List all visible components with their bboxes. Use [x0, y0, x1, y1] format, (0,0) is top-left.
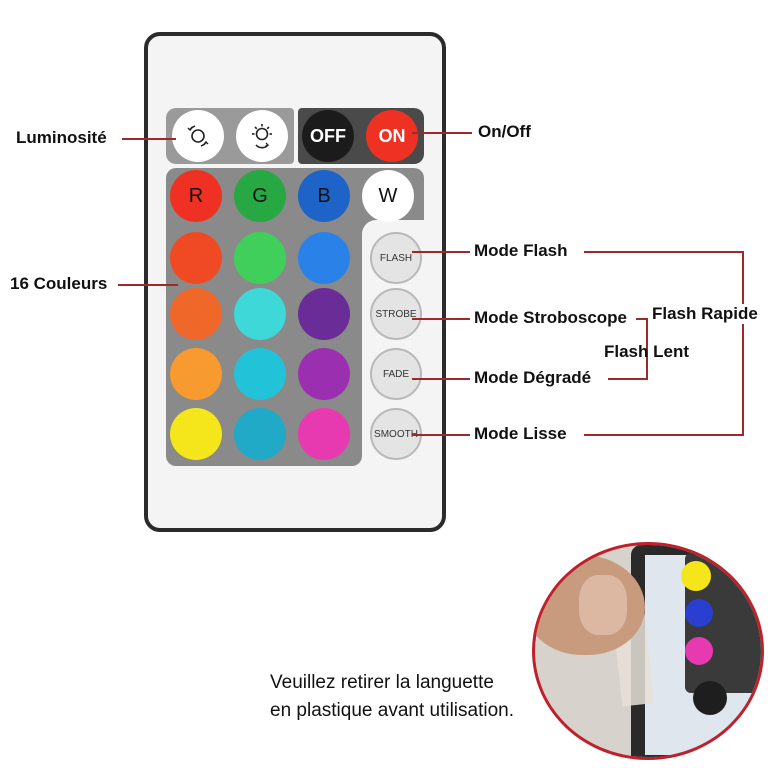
color-button-cyan[interactable]	[234, 348, 286, 400]
photo-pink-button	[685, 637, 713, 665]
color-button-purple[interactable]	[298, 348, 350, 400]
photo-fingernail	[579, 575, 627, 635]
flash-label: FLASH	[379, 252, 413, 264]
color-button-green[interactable]: G	[234, 170, 286, 222]
brightness-leader	[122, 138, 176, 140]
color-letter: G	[252, 184, 268, 207]
colors-label: 16 Couleurs	[10, 274, 108, 293]
brightness-down-icon	[187, 125, 209, 147]
remote-control: OFF ON FLASH STROBE FADE SMOOTH R G B W	[144, 32, 446, 532]
photo-dark-button	[693, 681, 727, 715]
colors-leader	[118, 284, 178, 286]
color-button-orange-red[interactable]	[170, 232, 222, 284]
photo-yellow-button	[681, 561, 711, 591]
fade-bracket	[608, 378, 648, 380]
color-button-red[interactable]: R	[170, 170, 222, 222]
slow-bracket-v	[646, 318, 648, 380]
brightness-up-button[interactable]	[236, 110, 288, 162]
flash-slow-label: Flash Lent	[604, 342, 690, 361]
color-button-violet[interactable]	[298, 288, 350, 340]
fade-label: FADE	[382, 368, 410, 380]
strobe-label: STROBE	[375, 308, 417, 320]
brightness-down-button[interactable]	[172, 110, 224, 162]
flash-fast-v	[742, 251, 744, 436]
mode-fade-label: Mode Dégradé	[474, 368, 592, 387]
battery-tab-photo	[532, 542, 764, 760]
smooth-leader	[412, 434, 470, 436]
strobe-button[interactable]: STROBE	[370, 288, 422, 340]
mode-flash-label: Mode Flash	[474, 241, 568, 260]
color-button-teal[interactable]	[234, 408, 286, 460]
color-letter: W	[378, 184, 398, 207]
color-button-white[interactable]: W	[362, 170, 414, 222]
color-button-sky-blue[interactable]	[298, 232, 350, 284]
mode-strobe-label: Mode Stroboscope	[474, 308, 628, 327]
on-off-label: On/Off	[478, 122, 531, 141]
off-button[interactable]: OFF	[302, 110, 354, 162]
smooth-label: SMOOTH	[374, 428, 418, 440]
flash-fast-h1	[584, 251, 744, 253]
photo-blue-button	[685, 599, 713, 627]
color-letter: B	[317, 184, 331, 207]
on-label: ON	[378, 125, 406, 146]
notice-line-1: Veuillez retirer la languette	[270, 672, 494, 693]
flash-button[interactable]: FLASH	[370, 232, 422, 284]
on-button[interactable]: ON	[366, 110, 418, 162]
color-button-yellow[interactable]	[170, 408, 222, 460]
fade-leader	[412, 378, 470, 380]
off-label: OFF	[310, 125, 346, 146]
color-button-orange[interactable]	[170, 288, 222, 340]
brightness-up-icon	[252, 124, 272, 149]
color-button-turquoise[interactable]	[234, 288, 286, 340]
flash-fast-h2	[584, 434, 744, 436]
color-button-light-green[interactable]	[234, 232, 286, 284]
color-button-blue[interactable]: B	[298, 170, 350, 222]
on-off-leader	[412, 132, 472, 134]
fade-button[interactable]: FADE	[370, 348, 422, 400]
color-letter: R	[188, 184, 204, 207]
flash-leader	[412, 251, 470, 253]
flash-fast-label: Flash Rapide	[652, 304, 758, 324]
strobe-leader	[412, 318, 470, 320]
mode-smooth-label: Mode Lisse	[474, 424, 567, 443]
notice-line-2: en plastique avant utilisation.	[270, 700, 514, 721]
color-button-light-orange[interactable]	[170, 348, 222, 400]
brightness-label: Luminosité	[16, 128, 107, 147]
strobe-bracket	[636, 318, 648, 320]
color-button-pink[interactable]	[298, 408, 350, 460]
